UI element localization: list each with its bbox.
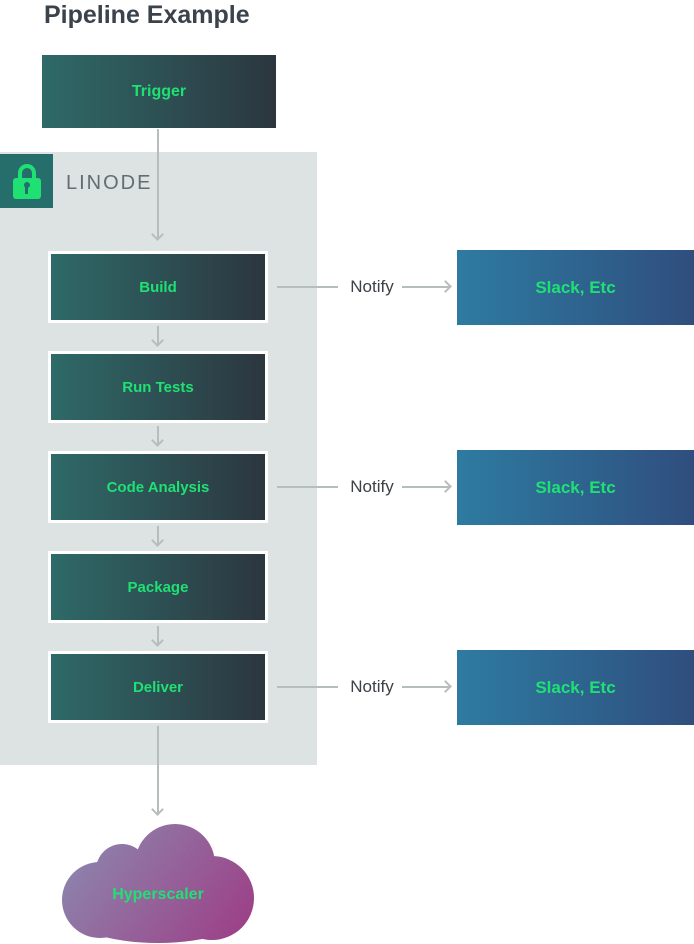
arrow-run-tests-to-code-analysis: [151, 426, 164, 447]
step-label: Build: [139, 278, 177, 296]
step-label: Deliver: [132, 678, 184, 696]
step-label: Code Analysis: [106, 478, 210, 496]
step-label: Package: [127, 578, 189, 596]
cloud-shape: [62, 824, 254, 943]
step-box-package: Package: [48, 551, 268, 623]
step-box-deliver: Deliver: [48, 651, 268, 723]
trigger-box: Trigger: [42, 55, 276, 128]
slack-label: Slack, Etc: [535, 277, 616, 297]
notify-arrow-code-analysis: [402, 480, 452, 493]
lock-icon: [0, 154, 53, 208]
notify-arrow-deliver: [402, 680, 452, 693]
hyperscaler-label: Hyperscaler: [112, 886, 204, 903]
arrow-package-to-deliver: [151, 626, 164, 647]
arrowhead-right-icon: [439, 680, 452, 693]
step-label: Run Tests: [122, 378, 194, 396]
slack-box-3: Slack, Etc: [457, 650, 694, 725]
notify-arrow-build: [402, 280, 452, 293]
slack-label: Slack, Etc: [535, 677, 616, 697]
arrow-trigger-to-build: [151, 129, 164, 241]
slack-box-1: Slack, Etc: [457, 250, 694, 325]
page-title: Pipeline Example: [44, 1, 250, 29]
lock-body-icon: [12, 177, 41, 199]
arrow-code-analysis-to-package: [151, 526, 164, 547]
notify-line-deliver: [277, 686, 338, 688]
trigger-label: Trigger: [131, 82, 187, 100]
notify-label: Notify: [350, 477, 394, 496]
notify-line-build: [277, 286, 338, 288]
lock-shackle-icon: [17, 163, 36, 179]
arrow-deliver-to-hyperscaler: [151, 726, 164, 816]
step-box-code-analysis: Code Analysis: [48, 451, 268, 523]
notify-label: Notify: [350, 677, 394, 696]
slack-label: Slack, Etc: [535, 477, 616, 497]
notify-line-code-analysis: [277, 486, 338, 488]
step-box-run-tests: Run Tests: [48, 351, 268, 423]
arrowhead-right-icon: [439, 480, 452, 493]
linode-label: LINODE: [66, 172, 153, 194]
arrow-build-to-run-tests: [151, 326, 164, 347]
slack-box-2: Slack, Etc: [457, 450, 694, 525]
notify-label: Notify: [350, 277, 394, 296]
arrowhead-down-icon: [151, 803, 164, 816]
hyperscaler-cloud: [62, 824, 254, 943]
step-box-build: Build: [48, 251, 268, 323]
arrowhead-right-icon: [439, 280, 452, 293]
